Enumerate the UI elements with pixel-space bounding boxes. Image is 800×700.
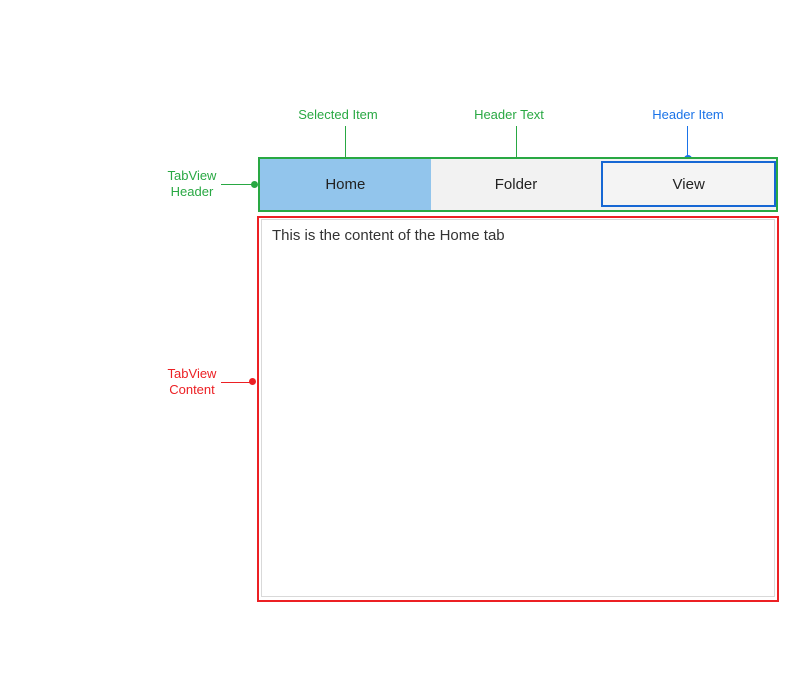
- tabview-header-connector-dot: [251, 181, 258, 188]
- tab-home[interactable]: Home: [260, 159, 431, 210]
- callout-selected-item-label: Selected Item: [298, 107, 378, 122]
- callout-tabview-content-line1: TabView: [167, 366, 217, 381]
- tabview-header: Home Folder View: [258, 157, 778, 212]
- callout-tabview-header-label: TabView Header: [132, 168, 252, 200]
- tab-content-text: This is the content of the Home tab: [261, 219, 775, 597]
- tab-view[interactable]: View: [601, 161, 777, 207]
- callout-tabview-header-line1: TabView: [167, 168, 217, 183]
- tab-folder[interactable]: Folder: [494, 176, 538, 193]
- callout-header-item-label: Header Item: [652, 107, 724, 122]
- tabview-content-area: This is the content of the Home tab: [257, 216, 779, 602]
- tabview-content-connector-dot: [249, 378, 256, 385]
- selected-item-connector-line: [345, 126, 346, 170]
- tabview-header-connector-line: [221, 184, 256, 185]
- callout-tabview-content-label: TabView Content: [132, 366, 252, 398]
- tabview-content-connector-line: [221, 382, 254, 383]
- callout-header-text-label: Header Text: [474, 107, 544, 122]
- callout-tabview-header-line2: Header: [170, 184, 214, 199]
- header-item-connector-line: [687, 126, 688, 157]
- header-text-connector-line: [516, 126, 517, 170]
- callout-tabview-content-line2: Content: [169, 382, 215, 397]
